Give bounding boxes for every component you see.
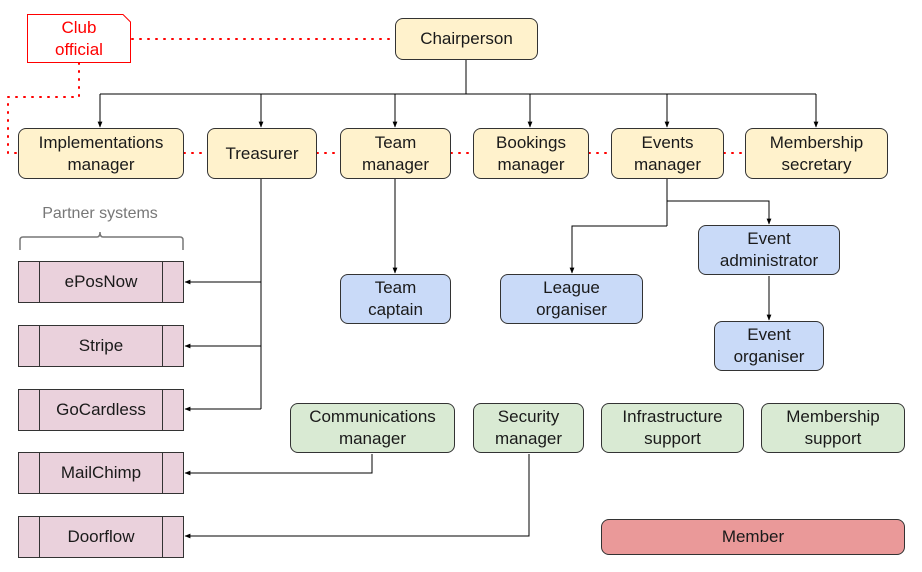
node-label: Chairperson — [420, 29, 513, 48]
node-event-organiser[interactable]: Event organiser — [714, 321, 824, 371]
node-implementations-manager[interactable]: Implementations manager — [18, 128, 184, 179]
partner-right-bar — [162, 326, 183, 366]
partner-stripe[interactable]: Stripe — [18, 325, 184, 367]
arrow-to-event-admin — [667, 200, 772, 225]
official-link-left — [7, 62, 80, 154]
partner-label: Doorflow — [67, 527, 135, 546]
club-official-note: Club official — [27, 14, 131, 63]
partner-systems-brace — [19, 231, 184, 250]
node-membership-secretary[interactable]: Membership secretary — [745, 128, 888, 179]
partner-left-bar — [19, 326, 40, 366]
partner-mailchimp[interactable]: MailChimp — [18, 452, 184, 494]
club-official-label: Club official — [55, 17, 103, 59]
arrow-to-league-organiser — [569, 225, 667, 274]
node-label: Membership secretary — [769, 132, 864, 174]
node-label: Member — [721, 527, 785, 546]
partner-gocardless[interactable]: GoCardless — [18, 389, 184, 431]
partner-right-bar — [162, 262, 183, 302]
node-label: Treasurer — [225, 143, 299, 163]
partner-left-bar — [19, 517, 40, 557]
node-bookings-manager[interactable]: Bookings manager — [473, 128, 589, 179]
node-label: Bookings manager — [496, 132, 566, 174]
node-infrastructure-support[interactable]: Infrastructure support — [601, 403, 744, 453]
partner-left-bar — [19, 390, 40, 430]
node-label: Team captain — [368, 278, 423, 319]
node-label: League organiser — [536, 278, 607, 319]
partner-label: Stripe — [78, 336, 124, 355]
node-chairperson[interactable]: Chairperson — [395, 18, 538, 60]
partner-right-bar — [162, 453, 183, 493]
partner-right-bar — [162, 390, 183, 430]
official-links — [7, 38, 746, 154]
node-label: Implementations manager — [38, 132, 164, 174]
node-membership-support[interactable]: Membership support — [761, 403, 905, 453]
node-label: Communications manager — [309, 407, 436, 448]
node-label: Events manager — [633, 132, 702, 174]
arrow-to-doorflow — [184, 454, 530, 539]
node-communications-manager[interactable]: Communications manager — [290, 403, 455, 453]
node-security-manager[interactable]: Security manager — [473, 403, 584, 453]
node-events-manager[interactable]: Events manager — [611, 128, 724, 179]
partner-left-bar — [19, 453, 40, 493]
partner-systems-label: Partner systems — [42, 205, 158, 222]
partner-doorflow[interactable]: Doorflow — [18, 516, 184, 558]
node-label: Event administrator — [719, 229, 819, 270]
partner-left-bar — [19, 262, 40, 302]
node-member[interactable]: Member — [601, 519, 905, 555]
node-team-captain[interactable]: Team captain — [340, 274, 451, 324]
arrow-to-mailchimp — [184, 454, 373, 476]
node-label: Infrastructure support — [622, 407, 723, 448]
node-league-organiser[interactable]: League organiser — [500, 274, 643, 324]
partner-label: GoCardless — [56, 400, 146, 419]
partner-label: MailChimp — [60, 463, 142, 482]
node-team-manager[interactable]: Team manager — [340, 128, 451, 179]
node-label: Event organiser — [733, 325, 805, 366]
note-shape-icon — [27, 14, 131, 63]
partner-right-bar — [162, 517, 183, 557]
partner-eposnow[interactable]: ePosNow — [18, 261, 184, 303]
node-label: Team manager — [361, 132, 430, 174]
partner-label: ePosNow — [64, 272, 138, 291]
node-event-administrator[interactable]: Event administrator — [698, 225, 840, 275]
node-label: Membership support — [786, 407, 880, 448]
node-treasurer[interactable]: Treasurer — [207, 128, 317, 179]
node-label: Security manager — [494, 407, 563, 448]
